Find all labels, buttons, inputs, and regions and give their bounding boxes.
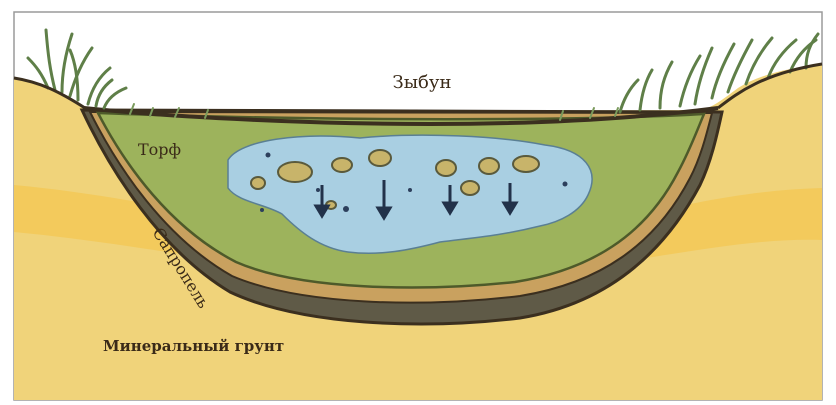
bubble: [278, 162, 312, 182]
bubble: [332, 158, 352, 172]
bubble: [479, 158, 499, 174]
particle: [316, 188, 320, 192]
particle: [260, 208, 264, 212]
particle: [266, 153, 271, 158]
bubble: [461, 181, 479, 195]
particle: [408, 188, 412, 192]
particle: [343, 206, 349, 212]
bubble: [251, 177, 265, 189]
bubble: [513, 156, 539, 172]
label-mineral-soil: Минеральный грунт: [103, 337, 284, 355]
particle: [563, 182, 568, 187]
bubble: [436, 160, 456, 176]
bubble: [369, 150, 391, 166]
label-zybun: Зыбун: [393, 72, 452, 93]
label-peat: Торф: [138, 140, 181, 159]
